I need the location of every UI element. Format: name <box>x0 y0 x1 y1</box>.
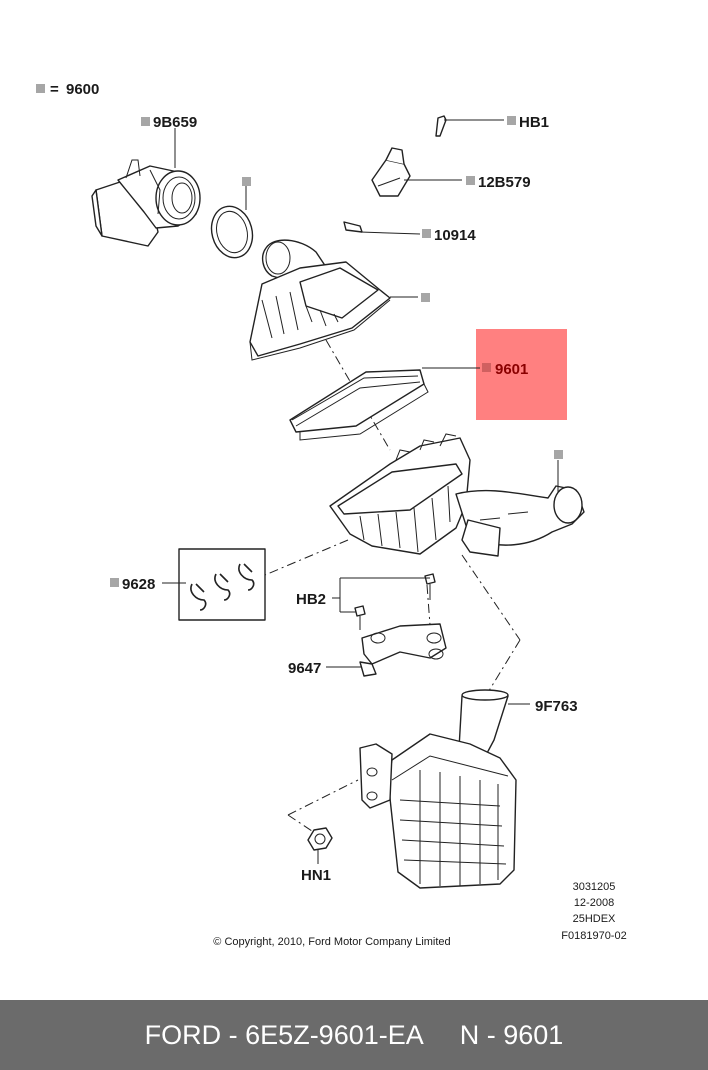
marker-gasket <box>242 177 251 186</box>
label-hb1[interactable]: HB1 <box>519 114 549 131</box>
part-9601-air-filter[interactable] <box>289 369 429 441</box>
label-hb2[interactable]: HB2 <box>296 591 326 608</box>
label-9647[interactable]: 9647 <box>288 660 321 677</box>
part-9f763-resonator[interactable] <box>359 689 517 889</box>
label-9601[interactable]: 9601 <box>495 361 528 378</box>
label-9f763[interactable]: 9F763 <box>535 698 578 715</box>
marker-housing <box>554 450 563 459</box>
leader-lines <box>162 119 559 864</box>
gasket-ring[interactable] <box>206 202 258 263</box>
legend-equals: = <box>50 81 59 98</box>
label-hn1[interactable]: HN1 <box>301 867 331 884</box>
label-10914[interactable]: 10914 <box>434 227 476 244</box>
part-hb2-bolts[interactable] <box>354 573 436 630</box>
drawing-date: 12-2008 <box>574 897 614 909</box>
part-number-footer: FORD - 6E5Z-9601-EA N - 9601 <box>0 1000 708 1070</box>
parts-diagram: = 9600 <box>36 81 627 948</box>
part-9628-clips[interactable] <box>178 548 266 621</box>
legend-assembly-number: 9600 <box>66 81 99 98</box>
drawing-ref: F0181970-02 <box>561 930 626 942</box>
part-labels: 9B659 HB1 12B579 10914 9601 9628 HB2 964… <box>122 114 578 884</box>
highlight-box[interactable] <box>476 329 567 420</box>
part-air-cleaner-housing[interactable] <box>329 433 585 557</box>
legend-marker <box>36 84 45 93</box>
part-9647-bracket[interactable] <box>359 623 447 677</box>
marker-hb1 <box>507 116 516 125</box>
drawing-code: 25HDEX <box>573 913 616 925</box>
label-9b659[interactable]: 9B659 <box>153 114 197 131</box>
marker-9b659 <box>141 117 150 126</box>
label-9628[interactable]: 9628 <box>122 576 155 593</box>
footer-reference: N - 9601 <box>459 1019 564 1050</box>
marker-12b579 <box>466 176 475 185</box>
drawing-number: 3031205 <box>573 881 616 893</box>
marker-9628 <box>110 578 119 587</box>
marker-10914 <box>422 229 431 238</box>
marker-9601 <box>482 363 491 372</box>
part-9b659-throttle-body[interactable] <box>91 159 201 247</box>
drawing-info: 3031205 12-2008 25HDEX F0181970-02 <box>561 881 626 942</box>
legend: = 9600 <box>36 81 99 98</box>
label-12b579[interactable]: 12B579 <box>478 174 531 191</box>
footer-part-number: FORD - 6E5Z-9601-EA <box>144 1019 424 1050</box>
marker-cover <box>421 293 430 302</box>
part-hn1-nut[interactable] <box>307 827 333 851</box>
copyright-notice: © Copyright, 2010, Ford Motor Company Li… <box>213 936 450 948</box>
callout-markers <box>110 116 563 587</box>
part-12b579-maf-sensor[interactable] <box>343 115 447 233</box>
part-air-cleaner-cover[interactable] <box>249 239 391 361</box>
